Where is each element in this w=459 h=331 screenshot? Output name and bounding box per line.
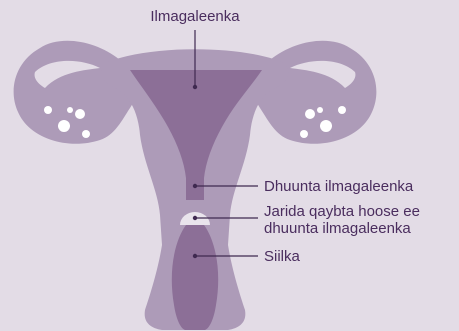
follicle bbox=[82, 130, 90, 138]
follicle bbox=[338, 106, 346, 114]
cervix-leader-dot bbox=[193, 184, 197, 188]
uterus-leader-dot bbox=[193, 85, 197, 89]
uterus-label: Ilmagaleenka bbox=[0, 8, 390, 25]
follicle bbox=[320, 120, 332, 132]
left-fallopian-tube-and-ovary bbox=[14, 41, 140, 144]
follicle bbox=[305, 109, 315, 119]
follicle bbox=[44, 106, 52, 114]
mucus-plug-leader-dot bbox=[193, 216, 197, 220]
mucus-plug-label-line1: Jarida qaybta hoose ee bbox=[264, 203, 420, 220]
follicle bbox=[67, 107, 73, 113]
follicle bbox=[317, 107, 323, 113]
vagina-leader-dot bbox=[193, 254, 197, 258]
vaginal-canal bbox=[172, 225, 218, 330]
right-fallopian-tube-and-ovary bbox=[250, 41, 376, 144]
follicle bbox=[300, 130, 308, 138]
vagina-label: Siilka bbox=[264, 248, 300, 265]
mucus-plug-label: Jarida qaybta hoose ee dhuunta ilmagalee… bbox=[264, 203, 420, 237]
cervix-label: Dhuunta ilmagaleenka bbox=[264, 178, 413, 195]
mucus-plug-label-line2: dhuunta ilmagaleenka bbox=[264, 220, 420, 237]
follicle bbox=[75, 109, 85, 119]
follicle bbox=[58, 120, 70, 132]
